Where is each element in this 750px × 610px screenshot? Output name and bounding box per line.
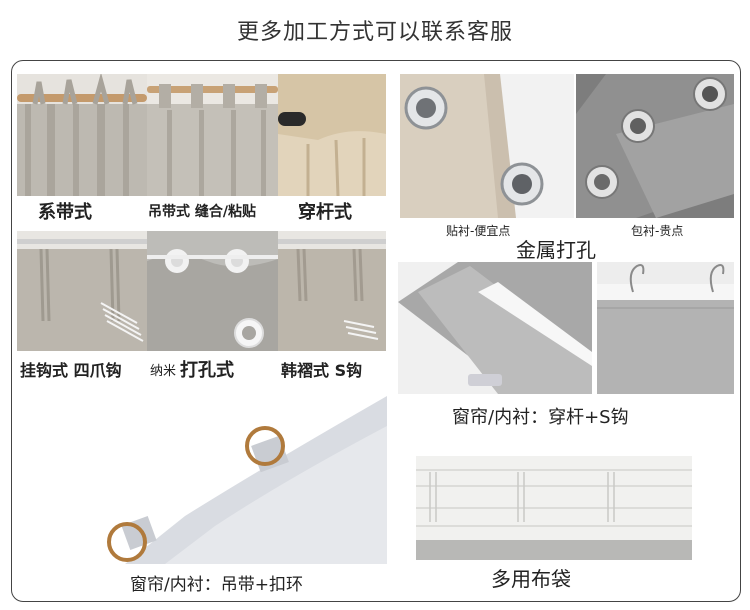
tab-top-curtain-image xyxy=(147,74,278,196)
hook-curtain-image xyxy=(17,231,147,351)
s-hook-lining-image xyxy=(597,262,734,394)
caption-wrapped-lining: 包衬-贵点 xyxy=(631,224,684,238)
rod-pocket-curtain-image xyxy=(278,74,386,196)
caption-tab-top: 吊带式 缝合/粘贴 xyxy=(148,204,256,220)
caption-tie-top: 系带式 xyxy=(38,202,92,223)
tie-top-curtain-image xyxy=(17,74,147,196)
caption-rod-pocket: 穿杆式 xyxy=(298,202,352,223)
content-frame xyxy=(11,60,741,602)
page-title: 更多加工方式可以联系客服 xyxy=(236,20,513,45)
caption-rod-pocket-s-hook: 窗帘/内衬：穿杆+S钩 xyxy=(452,407,629,428)
caption-pinch-pleat: 韩褶式 S钩 xyxy=(281,361,363,380)
caption-heading-tape: 多用布袋 xyxy=(491,567,571,591)
caption-hook: 挂钩式 四爪钩 xyxy=(20,361,122,380)
caption-tab-ring: 窗帘/内衬：吊带+扣环 xyxy=(130,575,303,595)
caption-applied-lining: 贴衬-便宜点 xyxy=(446,224,511,238)
caption-eyelet: 打孔式 xyxy=(180,360,234,381)
grommet-applied-lining-image xyxy=(400,74,574,218)
caption-nano: 纳米 xyxy=(150,364,177,379)
tab-ring-lining-image xyxy=(95,396,387,564)
rod-pocket-lining-image xyxy=(398,262,592,394)
eyelet-nano-curtain-image xyxy=(147,231,278,351)
grommet-wrapped-lining-image xyxy=(576,74,734,218)
caption-metal-grommet: 金属打孔 xyxy=(516,238,596,262)
pinch-pleat-curtain-image xyxy=(278,231,386,351)
heading-tape-image xyxy=(416,456,692,560)
